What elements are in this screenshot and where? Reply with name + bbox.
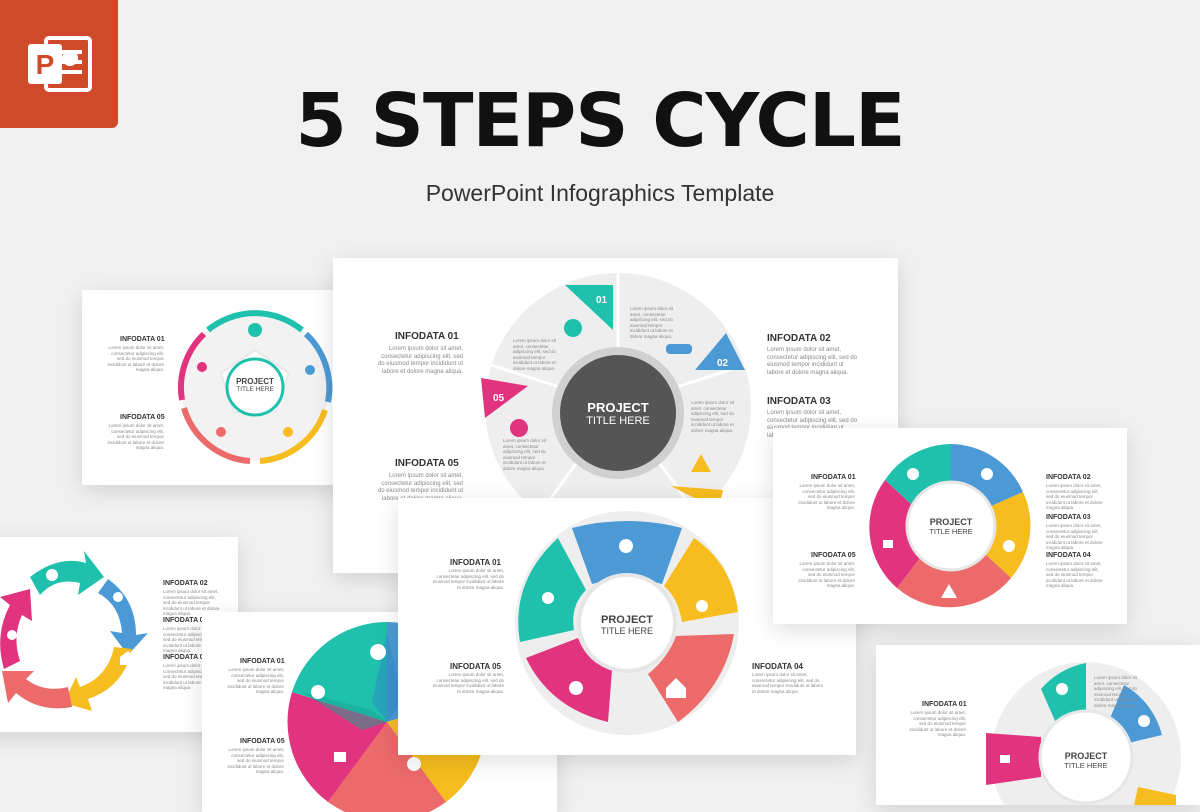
step-number: 05 bbox=[493, 393, 505, 404]
infodata-label: INFODATA 01 bbox=[395, 331, 459, 342]
step-text: Lorem ipsum dolor sit amet, consectetur … bbox=[1094, 675, 1138, 708]
step-text: Lorem ipsum dolor sit amet, consectetur … bbox=[503, 438, 547, 471]
user-icon bbox=[7, 630, 17, 640]
warning-icon bbox=[941, 584, 957, 598]
infodata-text: Lorem ipsum dolor sit amet, consectetur … bbox=[163, 626, 220, 653]
infodata-text: Lorem ipsum dolor sit amet, consectetur … bbox=[107, 345, 164, 372]
infodata-label: INFODATA 05 bbox=[395, 458, 459, 469]
slide-thumbnail-arrows[interactable]: INFODATA 02 Lorem ipsum dolor sit amet, … bbox=[0, 537, 238, 732]
gear-icon bbox=[283, 427, 293, 437]
dollar-icon bbox=[564, 319, 582, 337]
infodata-label: INFODATA 04 bbox=[1046, 552, 1091, 559]
svg-text:P: P bbox=[36, 49, 55, 80]
bar-chart-icon bbox=[334, 752, 346, 762]
infodata-label: INFODATA 05 bbox=[120, 414, 165, 421]
bar-chart-icon bbox=[1000, 755, 1010, 763]
main-title: 5 STEPS CYCLE bbox=[295, 78, 905, 164]
infodata-text: Lorem ipsum dolor sit amet, consectetur … bbox=[163, 589, 220, 616]
step-number: 01 bbox=[596, 295, 608, 306]
slide-thumbnail-donut[interactable]: PROJECT TITLE HERE INFODATA 01 Lorem ips… bbox=[773, 428, 1127, 624]
warning-icon bbox=[691, 454, 711, 472]
infodata-label: INFODATA 01 bbox=[811, 474, 856, 481]
ring-diagram bbox=[177, 310, 333, 464]
infodata-text: Lorem ipsum dolor sit amet, consectetur … bbox=[1046, 483, 1103, 510]
pie-chart-icon bbox=[510, 419, 528, 437]
infodata-text: Lorem ipsum dolor sit amet, consectetur … bbox=[752, 672, 824, 694]
pie-chart-icon bbox=[216, 427, 226, 437]
infodata-text: Lorem ipsum dolor sit amet, consectetur … bbox=[1046, 561, 1103, 588]
warning-icon bbox=[370, 644, 386, 660]
step-text: Lorem ipsum dolor sit amet, consectetur … bbox=[513, 338, 557, 371]
handshake-icon bbox=[407, 757, 421, 771]
pie-chart-icon bbox=[569, 681, 583, 695]
project-center: PROJECT TITLE HERE bbox=[600, 614, 653, 636]
pie-cycle-diagram: 01 02 05 bbox=[481, 273, 751, 539]
infodata-label: INFODATA 02 bbox=[767, 333, 831, 344]
handshake-icon bbox=[981, 468, 993, 480]
infodata-label: INFODATA 04 bbox=[163, 654, 208, 661]
infodata-text: Lorem ipsum dolor sit amet, consectetur … bbox=[377, 346, 463, 375]
slide-thumbnail-ring[interactable]: INFODATA 01 Lorem ipsum dolor sit amet, … bbox=[82, 290, 362, 485]
slide-thumbnail-halfpie[interactable]: PROJECT TITLE HERE INFODATA 01 Lorem ips… bbox=[876, 645, 1200, 805]
tag-icon bbox=[113, 592, 123, 602]
infodata-label: INFODATA 05 bbox=[811, 552, 856, 559]
infodata-text: Lorem ipsum dolor sit amet, consectetur … bbox=[432, 672, 504, 694]
infodata-label: INFODATA 02 bbox=[1046, 474, 1091, 481]
infodata-text: Lorem ipsum dolor sit amet, consectetur … bbox=[163, 663, 220, 690]
home-icon bbox=[666, 678, 686, 698]
arrow-cycle-diagram bbox=[0, 551, 148, 711]
infodata-label: INFODATA 05 bbox=[450, 662, 501, 671]
infodata-text: Lorem ipsum dolor sit amet, consectetur … bbox=[798, 561, 855, 588]
infodata-label: INFODATA 01 bbox=[450, 558, 501, 567]
step-text: Lorem ipsum dolor sit amet, consectetur … bbox=[691, 400, 735, 433]
step-number: 02 bbox=[717, 358, 729, 369]
bar-chart-icon bbox=[883, 540, 893, 548]
infodata-label: INFODATA 01 bbox=[922, 701, 967, 708]
segment-cycle-diagram bbox=[515, 511, 739, 735]
dollar-icon bbox=[248, 323, 262, 337]
half-pie-diagram bbox=[986, 662, 1181, 805]
bar-chart-icon bbox=[305, 365, 315, 375]
infodata-text: Lorem ipsum dolor sit amet, consectetur … bbox=[432, 568, 504, 590]
subtitle: PowerPoint Infographics Template bbox=[425, 180, 775, 206]
project-center: PROJECT TITLE HERE bbox=[1064, 751, 1108, 770]
infodata-label: INFODATA 03 bbox=[767, 396, 831, 407]
infodata-label: INFODATA 01 bbox=[120, 336, 165, 343]
infodata-text: Lorem ipsum dolor sit amet, consectetur … bbox=[107, 423, 164, 450]
infodata-text: Lorem ipsum dolor sit amet, consectetur … bbox=[227, 667, 284, 694]
infodata-text: Lorem ipsum dolor sit amet, consectetur … bbox=[909, 710, 966, 737]
pie-chart-icon bbox=[311, 685, 325, 699]
handshake-icon bbox=[1138, 715, 1150, 727]
powerpoint-icon: P bbox=[28, 36, 92, 92]
pie-chart-icon bbox=[1003, 540, 1015, 552]
handshake-icon bbox=[666, 344, 692, 354]
infodata-label: INFODATA 05 bbox=[240, 738, 285, 745]
powerpoint-badge: P bbox=[0, 0, 118, 128]
user-icon bbox=[542, 592, 554, 604]
project-center: PROJECT TITLE HERE bbox=[586, 400, 650, 427]
infodata-label: INFODATA 01 bbox=[240, 658, 285, 665]
tag-icon bbox=[197, 362, 207, 372]
tag-icon bbox=[696, 600, 708, 612]
infodata-label: INFODATA 03 bbox=[1046, 514, 1091, 521]
home-icon bbox=[120, 651, 136, 665]
dollar-icon bbox=[907, 468, 919, 480]
dollar-icon bbox=[1056, 683, 1068, 695]
infodata-text: Lorem ipsum dolor sit amet, consectetur … bbox=[1046, 523, 1103, 550]
infodata-text: Lorem ipsum dolor sit amet, consectetur … bbox=[227, 747, 284, 774]
infodata-label: INFODATA 04 bbox=[752, 662, 803, 671]
infodata-label: INFODATA 03 bbox=[163, 617, 208, 624]
donut-cycle-diagram bbox=[869, 444, 1031, 608]
infodata-text: Lorem ipsum dolor sit amet, consectetur … bbox=[767, 347, 858, 376]
infodata-label: INFODATA 02 bbox=[163, 580, 208, 587]
project-center: PROJECT TITLE HERE bbox=[929, 517, 973, 536]
infodata-text: Lorem ipsum dolor sit amet, consectetur … bbox=[798, 483, 855, 510]
step-text: Lorem ipsum dolor sit amet, consectetur … bbox=[630, 306, 674, 339]
project-center: PROJECT TITLE HERE bbox=[236, 377, 274, 393]
dollar-icon bbox=[46, 569, 58, 581]
dollar-icon bbox=[619, 539, 633, 553]
